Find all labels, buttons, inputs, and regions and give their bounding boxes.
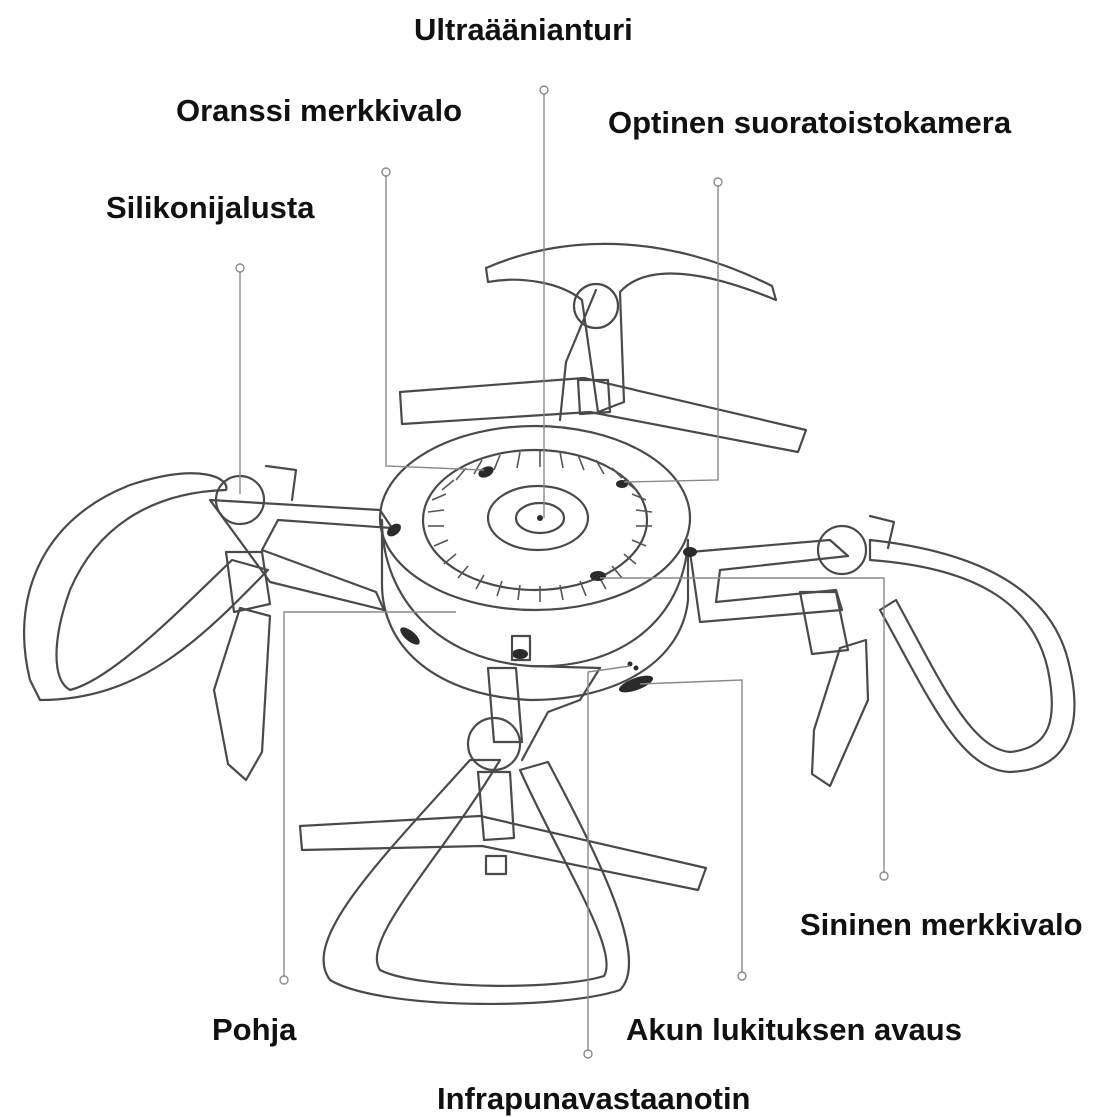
label-battery-release: Akun lukituksen avaus (626, 1014, 962, 1045)
guard-front (324, 666, 629, 1004)
guard-left (24, 466, 392, 700)
label-orange-indicator: Oranssi merkkivalo (176, 95, 462, 126)
guard-back (486, 244, 776, 420)
label-silicone-pad: Silikonijalusta (106, 192, 314, 223)
label-blue-indicator: Sininen merkkivalo (800, 909, 1083, 940)
label-base: Pohja (212, 1014, 296, 1045)
guard-right (690, 516, 1074, 772)
label-ultrasonic-sensor: Ultraäänianturi (414, 14, 633, 45)
propeller-left (214, 608, 270, 780)
vent-ring (428, 451, 652, 602)
label-ir-receiver: Infrapunavastaanotin (437, 1083, 751, 1114)
propeller-back (400, 378, 806, 452)
propeller-right (812, 640, 868, 786)
leader-lines (236, 86, 888, 1058)
propeller-front (300, 816, 706, 890)
label-optical-camera: Optinen suoratoistokamera (608, 107, 1011, 138)
